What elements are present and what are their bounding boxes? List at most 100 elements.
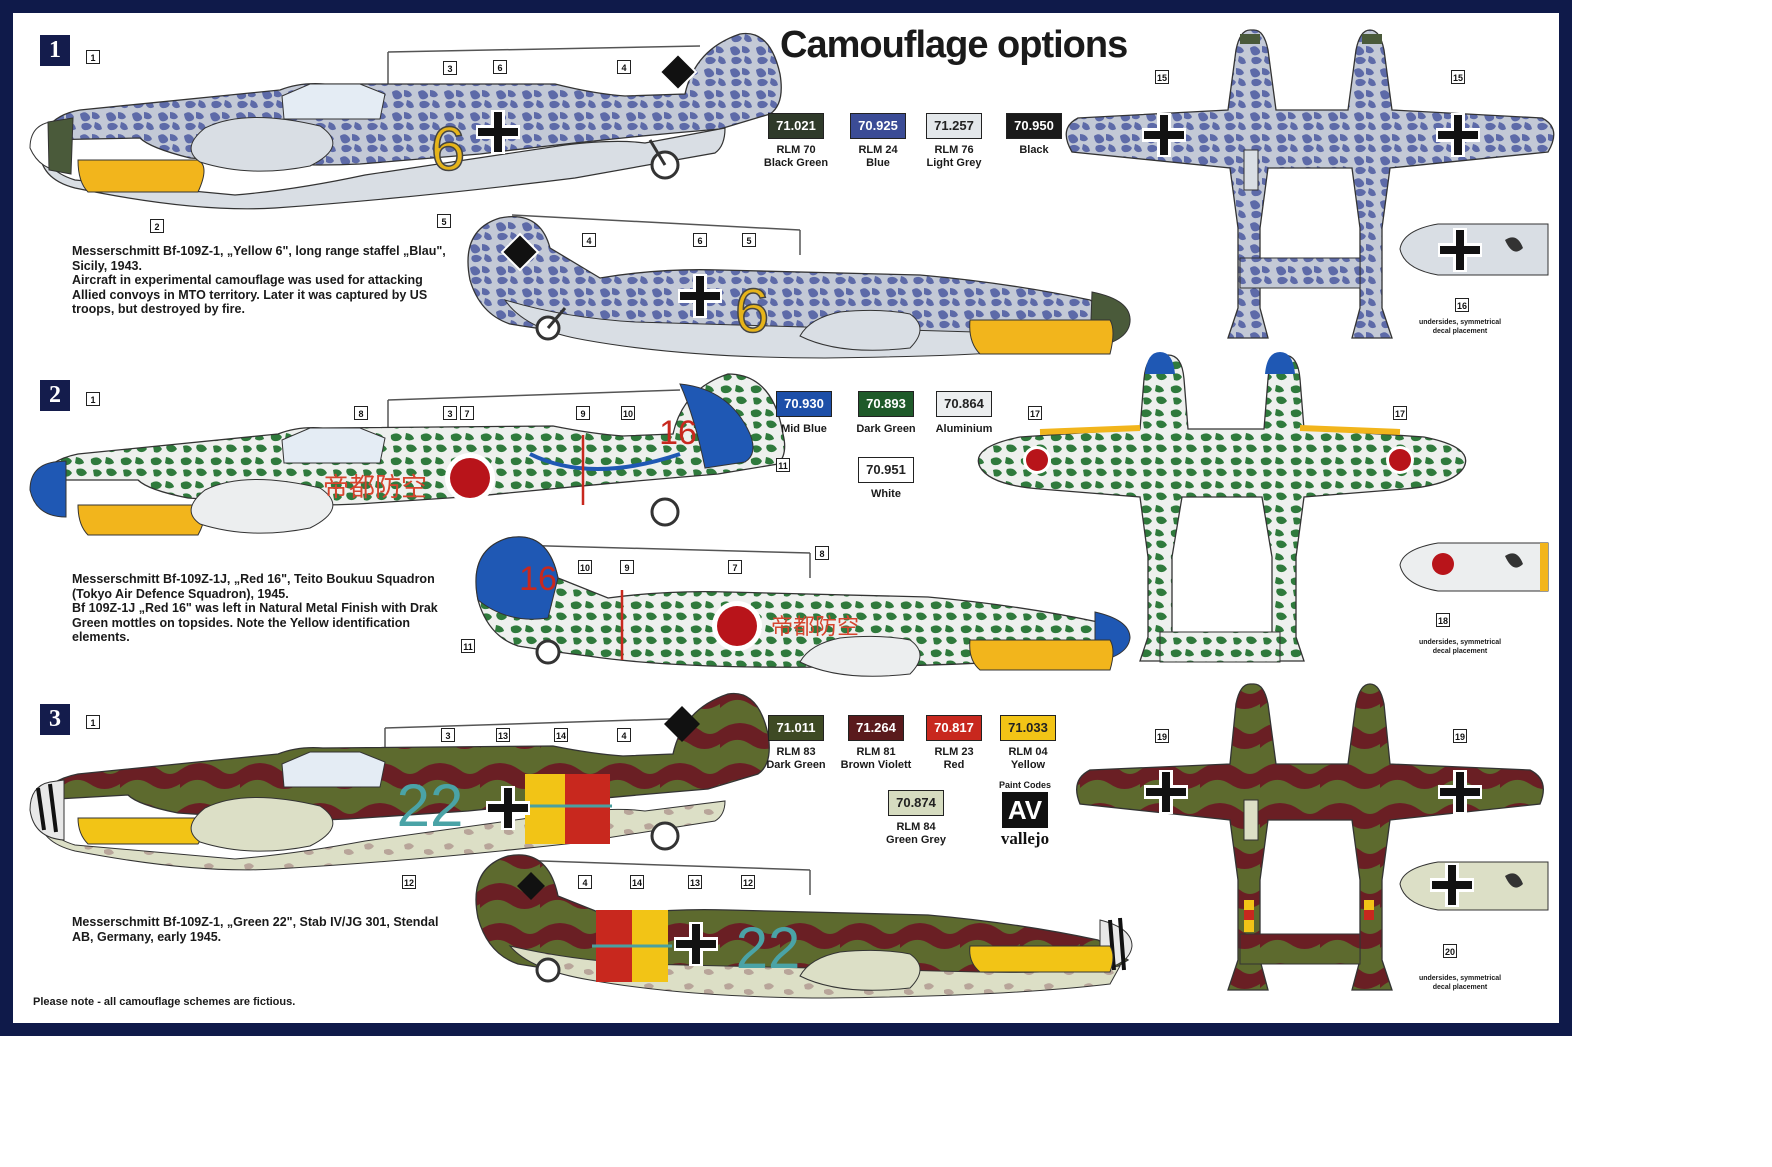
- marking-kanji-a: 帝都防空: [323, 473, 427, 503]
- paint-swatch-71011: 71.011: [768, 715, 824, 741]
- marking-red-16-b: 16: [519, 560, 557, 598]
- profile-2-upper: [29, 373, 786, 536]
- marking-red-16-a: 16: [659, 414, 697, 452]
- decal-callout-8: 8: [354, 406, 368, 420]
- paint-swatch-70930: 70.930: [776, 391, 832, 417]
- underside-detail-2: [1399, 542, 1549, 592]
- decal-callout-5: 5: [437, 214, 451, 228]
- decal-callout-7: 7: [728, 560, 742, 574]
- decal-callout-6: 6: [493, 60, 507, 74]
- paint-swatch-70893: 70.893: [858, 391, 914, 417]
- paint-caption-70951: White: [871, 488, 901, 500]
- decal-callout-13: 13: [688, 875, 702, 889]
- marking-green-22-a: 22: [397, 772, 464, 839]
- paint-swatch-70864: 70.864: [936, 391, 992, 417]
- decal-callout-9: 9: [576, 406, 590, 420]
- decal-callout-4: 4: [617, 728, 631, 742]
- decal-callout-19: 19: [1155, 729, 1169, 743]
- decal-callout-14: 14: [630, 875, 644, 889]
- decal-callout-4: 4: [582, 233, 596, 247]
- decal-callout-12: 12: [741, 875, 755, 889]
- decal-callout-10: 10: [578, 560, 592, 574]
- paint-swatch-71021: 71.021: [768, 113, 824, 139]
- profile-1-lower: [467, 214, 1131, 359]
- paint-caption-70950: Black: [1019, 144, 1049, 156]
- decal-callout-17: 17: [1393, 406, 1407, 420]
- decal-callout-20: 20: [1443, 944, 1457, 958]
- vallejo-logo: Paint Codes AV vallejo: [998, 780, 1051, 848]
- decal-callout-16: 16: [1455, 298, 1469, 312]
- marking-yellow-6-a: 6: [431, 115, 465, 184]
- paint-swatch-71264: 71.264: [848, 715, 904, 741]
- underside-detail-3: [1399, 861, 1549, 911]
- decal-callout-12: 12: [402, 875, 416, 889]
- paint-swatch-71033: 71.033: [1000, 715, 1056, 741]
- plan-view-2: [977, 352, 1467, 663]
- decal-callout-1: 1: [86, 715, 100, 729]
- paint-swatch-70950: 70.950: [1006, 113, 1062, 139]
- paint-swatch-70925: 70.925: [850, 113, 906, 139]
- paint-swatch-70951: 70.951: [858, 457, 914, 483]
- marking-kanji-b: 帝都防空: [771, 615, 859, 640]
- marking-green-22-b: 22: [736, 916, 801, 981]
- decal-callout-13: 13: [496, 728, 510, 742]
- decal-callout-1: 1: [86, 392, 100, 406]
- decal-callout-4: 4: [578, 875, 592, 889]
- decal-callout-11: 11: [776, 458, 790, 472]
- paint-swatch-71257: 71.257: [926, 113, 982, 139]
- decal-callout-4: 4: [617, 60, 631, 74]
- av-logo-mark: AV: [1002, 792, 1048, 828]
- decal-callout-1: 1: [86, 50, 100, 64]
- option-number-2: 2: [40, 380, 70, 411]
- paint-swatch-70874: 70.874: [888, 790, 944, 816]
- profile-1-upper: [29, 32, 782, 210]
- option-3-description: Messerschmitt Bf-109Z-1, „Green 22", Sta…: [72, 915, 439, 944]
- decal-callout-18: 18: [1436, 613, 1450, 627]
- paint-caption-70893: Dark Green: [856, 423, 916, 435]
- profile-2-lower: [475, 536, 1131, 677]
- option-2-description: Messerschmitt Bf-109Z-1J, „Red 16", Teit…: [72, 572, 438, 645]
- marking-yellow-6-b: 6: [735, 277, 769, 346]
- option-1-description: Messerschmitt Bf-109Z-1, „Yellow 6", lon…: [72, 244, 446, 317]
- decal-callout-10: 10: [621, 406, 635, 420]
- decal-callout-15: 15: [1155, 70, 1169, 84]
- decal-callout-7: 7: [460, 406, 474, 420]
- aircraft-drawings: 6 6: [29, 29, 1555, 999]
- decal-callout-3: 3: [443, 61, 457, 75]
- decal-callout-3: 3: [443, 406, 457, 420]
- decal-callout-2: 2: [150, 219, 164, 233]
- decal-callout-14: 14: [554, 728, 568, 742]
- profile-3-upper: [29, 692, 770, 871]
- decal-callout-3: 3: [441, 728, 455, 742]
- decal-callout-17: 17: [1028, 406, 1042, 420]
- decal-callout-11: 11: [461, 639, 475, 653]
- decal-callout-15: 15: [1451, 70, 1465, 84]
- paint-caption-70930: Mid Blue: [781, 423, 827, 435]
- option-number-3: 3: [40, 704, 70, 735]
- decal-callout-8: 8: [815, 546, 829, 560]
- option-number-1: 1: [40, 35, 70, 66]
- paint-caption-70864: Aluminium: [935, 423, 993, 435]
- decal-callout-9: 9: [620, 560, 634, 574]
- page-title: Camouflage options: [780, 24, 1128, 66]
- decal-callout-5: 5: [742, 233, 756, 247]
- decal-callout-19: 19: [1453, 729, 1467, 743]
- decal-callout-6: 6: [693, 233, 707, 247]
- plan-view-1: [1065, 29, 1555, 339]
- underside-detail-1: [1399, 223, 1549, 276]
- footnote: Please note - all camouflage schemes are…: [33, 996, 296, 1008]
- plan-view-3: [1076, 683, 1544, 991]
- paint-swatch-70817: 70.817: [926, 715, 982, 741]
- profile-3-lower: [475, 854, 1133, 999]
